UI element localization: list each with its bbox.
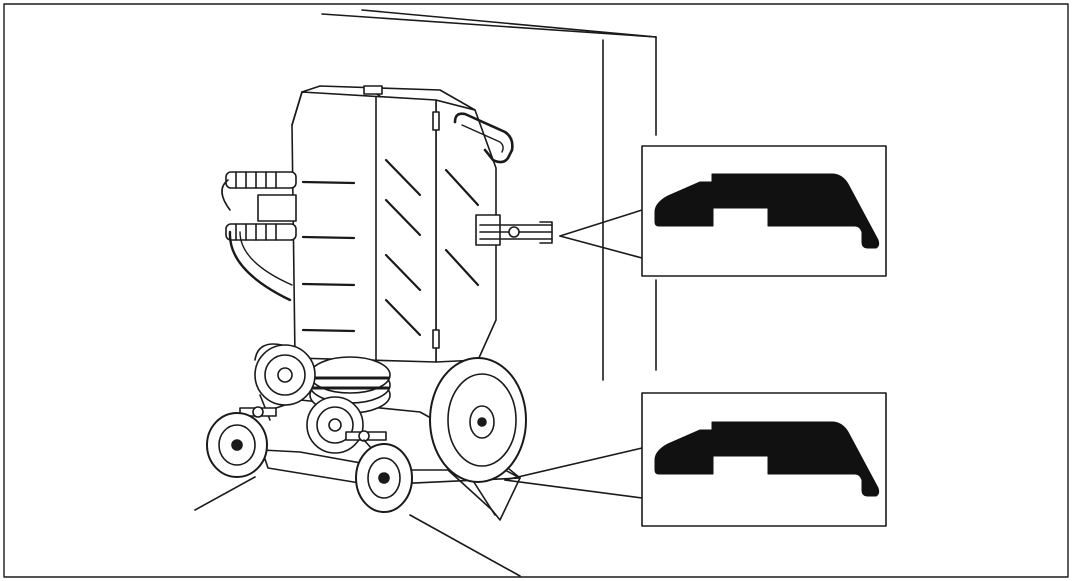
outer-border [3, 3, 1069, 578]
wall-outline [321, 9, 657, 381]
caster-wheel-left [206, 394, 277, 478]
transport-wheel [429, 357, 527, 483]
upper-profile-callout [641, 145, 887, 277]
carry-handle [453, 112, 514, 164]
guide-wheel-upper-left [254, 343, 316, 406]
caster-wheel-right [345, 430, 413, 513]
hose-couplings [221, 171, 297, 302]
guide-wheel-middle [306, 396, 364, 454]
drive-pulleys [309, 356, 391, 414]
lower-sealing-profile [654, 421, 880, 497]
machine-housing [291, 85, 497, 363]
profile-bracket [475, 214, 553, 246]
callout-leaders [504, 209, 643, 499]
lower-profile-callout [641, 392, 887, 527]
carry-handle-inner [461, 124, 504, 153]
upper-sealing-profile [654, 173, 880, 249]
saw-wire [194, 476, 521, 577]
